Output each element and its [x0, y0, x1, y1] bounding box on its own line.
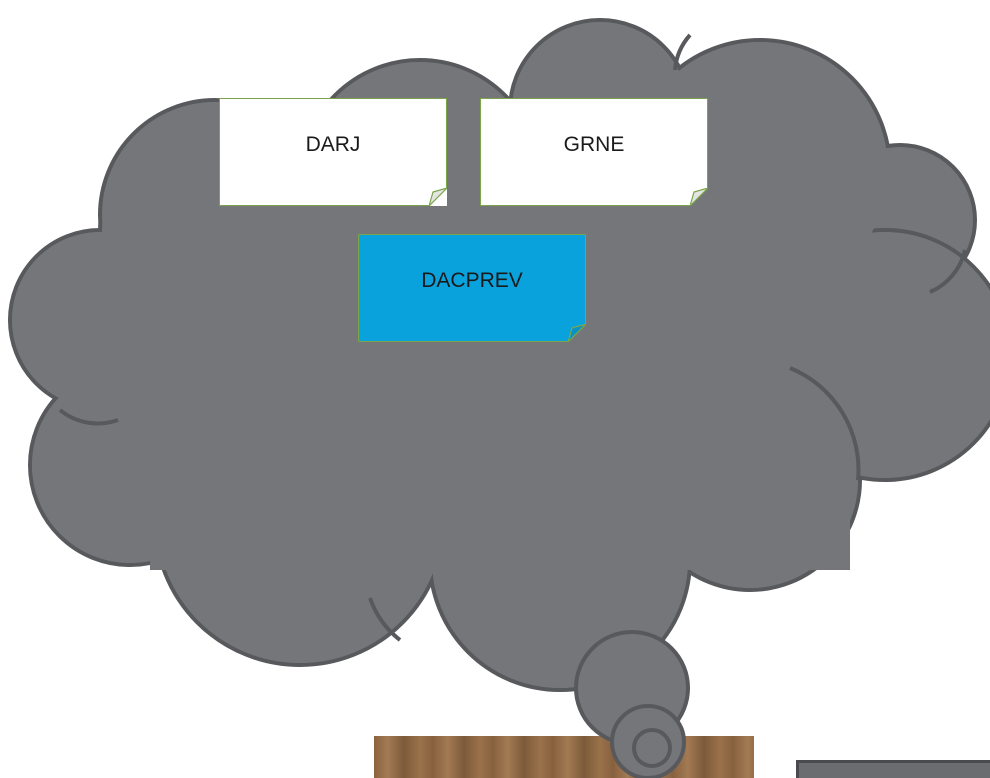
wooden-table [374, 736, 754, 778]
sticky-note-dacprev[interactable]: DACPREV [358, 234, 586, 342]
folded-corner-icon [690, 188, 708, 206]
note-label: DACPREV [421, 269, 523, 292]
monitor-edge [796, 760, 990, 778]
thought-trail [574, 630, 690, 778]
note-label: GRNE [563, 133, 625, 156]
folded-corner-icon [568, 324, 586, 342]
sticky-note-grne[interactable]: GRNE [480, 98, 708, 206]
note-label: DARJ [305, 133, 361, 156]
folded-corner-icon [429, 188, 447, 206]
sticky-note-darj[interactable]: DARJ [219, 98, 447, 206]
